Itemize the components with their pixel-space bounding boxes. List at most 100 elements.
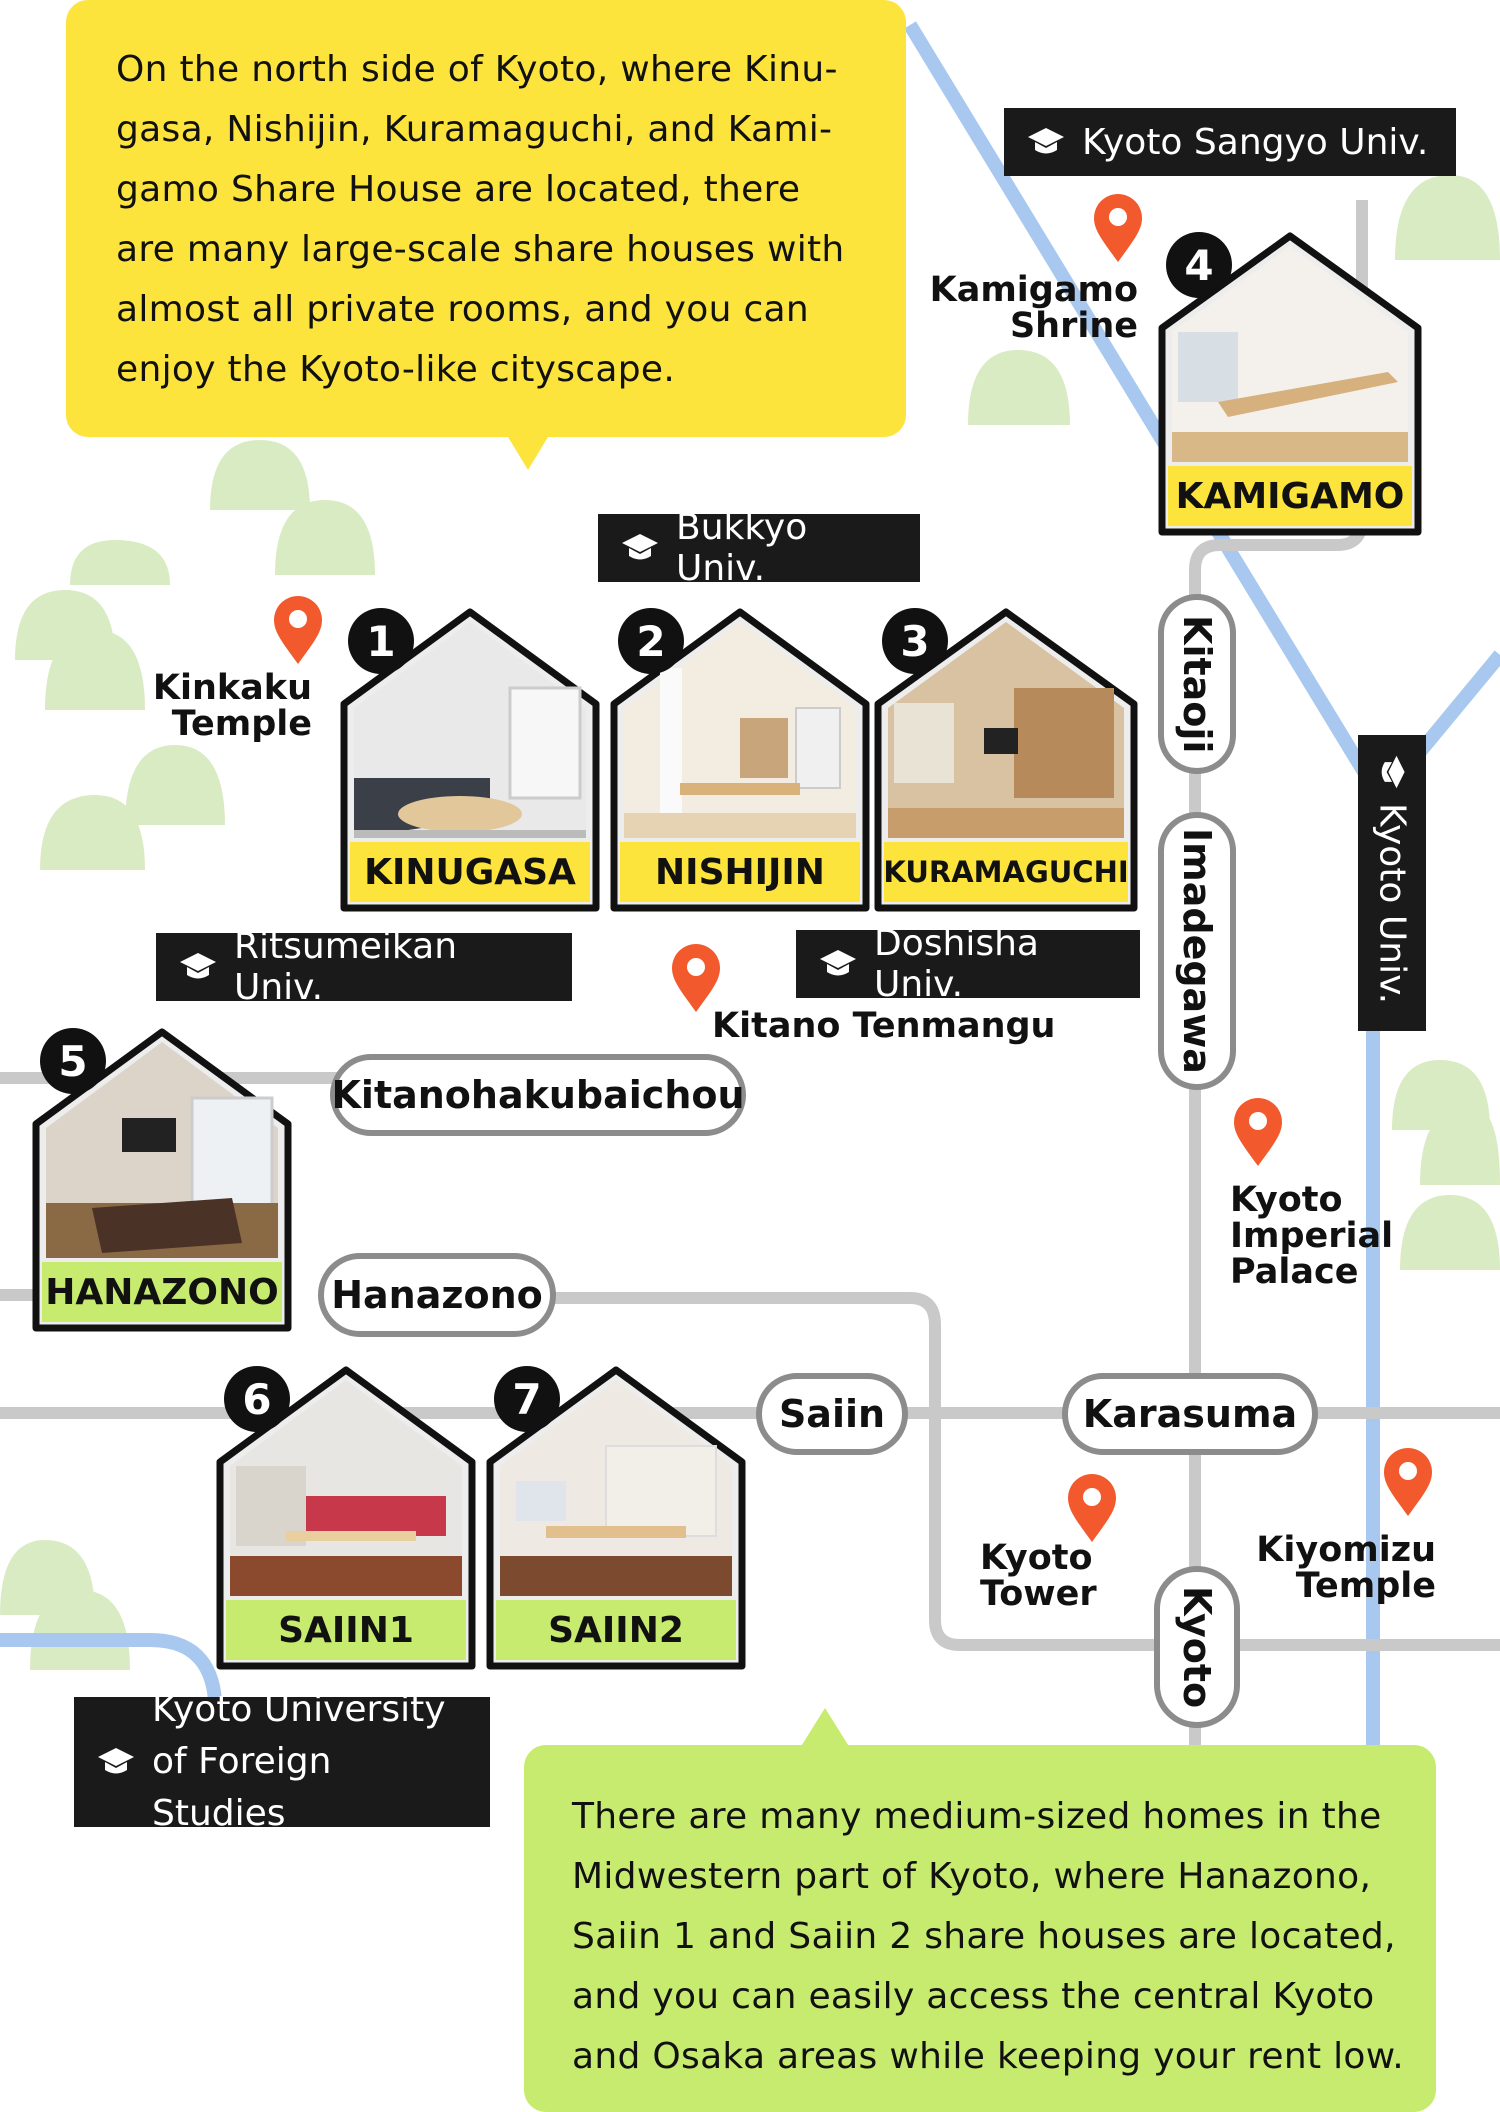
graduation-cap-icon <box>1381 755 1405 789</box>
rivers <box>0 21 1500 1745</box>
house-name: KAMIGAMO <box>1175 475 1405 517</box>
table-icon <box>398 796 522 832</box>
jr-sagano-line-east <box>550 1292 1500 1651</box>
cabinet-icon <box>605 1445 717 1537</box>
window <box>1178 332 1238 402</box>
place-name: Kiyomizu <box>1256 1530 1436 1570</box>
callout-line: gamo Share House are located, there <box>116 169 801 210</box>
station-name: Hanazono <box>331 1273 543 1317</box>
hill <box>125 745 225 825</box>
station-kitanohakubaichou[interactable]: Kitanohakubaichou <box>330 1054 746 1136</box>
hill <box>1395 175 1500 260</box>
dining-table-icon <box>680 783 800 795</box>
place-label-kyoto-tower: Kyoto Tower <box>980 1540 1097 1612</box>
katsura-river <box>0 1633 222 1701</box>
floor <box>500 1556 732 1596</box>
house-number-badge: 2 <box>618 608 684 674</box>
place-label-kyoto-imperial-palace: Kyoto Imperial Palace <box>1230 1182 1393 1290</box>
hill <box>30 1590 130 1670</box>
window <box>508 686 582 800</box>
station-arrows-green <box>800 1708 850 1748</box>
place-label-kitano-tenmangu: Kitano Tenmangu <box>712 1008 1055 1044</box>
house-name: SAIIN1 <box>278 1609 414 1651</box>
hill <box>968 350 1070 425</box>
tv-icon <box>984 728 1018 754</box>
station-kitaoji[interactable]: Kitaoji <box>1158 594 1236 774</box>
house-name: KURAMAGUCHI <box>883 855 1129 889</box>
callout-line: almost all private rooms, and you can <box>116 289 810 330</box>
share-house-saiin1[interactable]: SAIIN1 6 <box>216 1366 476 1670</box>
station-hanazono[interactable]: Hanazono <box>318 1253 556 1337</box>
fridge-icon <box>795 707 841 789</box>
graduation-cap-icon <box>820 950 856 976</box>
shelf-icon <box>740 718 788 778</box>
house-frame <box>340 608 600 912</box>
share-house-kamigamo[interactable]: KAMIGAMO 4 <box>1158 232 1422 536</box>
university-label-ritsumeikan: Ritsumeikan Univ. <box>156 926 572 1008</box>
university-name: Bukkyo Univ. <box>676 507 808 589</box>
university-name: Ritsumeikan Univ. <box>234 926 458 1008</box>
floor <box>354 830 586 838</box>
hill <box>1400 1195 1500 1270</box>
station-arrows <box>508 437 548 470</box>
station-name: Kitaoji <box>1175 614 1219 754</box>
place-name: Palace <box>1230 1252 1359 1292</box>
share-house-nishijin[interactable]: NISHIJIN 2 <box>610 608 870 912</box>
window <box>190 1096 274 1210</box>
map-pin-icon <box>1094 194 1142 262</box>
share-house-kinugasa[interactable]: KINUGASA 1 <box>340 608 600 912</box>
house-label-bg <box>496 1600 736 1660</box>
dining-table-icon <box>286 1531 416 1541</box>
university-name: Kyoto Sangyo Univ. <box>1082 121 1429 163</box>
station-kyoto[interactable]: Kyoto <box>1154 1566 1240 1728</box>
map-pin-icon <box>672 944 720 1012</box>
house-frame <box>610 608 870 912</box>
hill <box>45 630 145 710</box>
house-frame <box>486 1366 746 1670</box>
graduation-cap-icon <box>180 953 216 979</box>
place-name: Kyoto <box>1230 1180 1343 1220</box>
station-imadegawa[interactable]: Imadegawa <box>1158 812 1236 1090</box>
share-house-saiin2[interactable]: SAIIN2 7 <box>486 1366 746 1670</box>
house-number-badge: 6 <box>224 1366 290 1432</box>
university-name: Doshisha Univ. <box>874 923 1039 1005</box>
house-label-bg <box>226 1600 466 1660</box>
hill <box>275 500 375 575</box>
house-name: HANAZONO <box>45 1271 279 1313</box>
map-pin-icon <box>274 596 322 664</box>
floor <box>624 813 856 838</box>
callout-line: There are many medium-sized homes in the <box>572 1796 1382 1837</box>
window <box>516 1481 566 1521</box>
house-frame <box>32 1028 292 1332</box>
place-name: Imperial <box>1230 1216 1394 1256</box>
hills <box>0 175 1500 1670</box>
station-name: Karasuma <box>1082 1392 1298 1436</box>
callout-line: and you can easily access the central Ky… <box>572 1976 1375 2017</box>
midwest-area-callout: There are many medium-sized homes in the… <box>524 1745 1436 2112</box>
place-name: Kamigamo <box>929 270 1138 310</box>
house-label-bg <box>884 842 1128 902</box>
house-number-badge: 4 <box>1166 232 1232 298</box>
graduation-cap-icon <box>1028 128 1064 154</box>
share-house-kuramaguchi[interactable]: KURAMAGUCHI 3 <box>874 608 1138 912</box>
university-name: Kyoto Univ. <box>1371 803 1413 1005</box>
place-name: Tower <box>980 1574 1097 1614</box>
callout-line: On the north side of Kyoto, where Kinu- <box>116 49 838 90</box>
station-karasuma[interactable]: Karasuma <box>1062 1373 1318 1455</box>
floor <box>230 1556 462 1596</box>
house-label-bg <box>1168 466 1412 526</box>
university-name: Kyoto University <box>152 1689 446 1730</box>
university-label-doshisha: Doshisha Univ. <box>796 923 1140 1005</box>
house-number-badge: 3 <box>882 608 948 674</box>
house-frame <box>1158 232 1422 536</box>
callout-tail-north <box>508 437 548 470</box>
university-label-bukkyo: Bukkyo Univ. <box>598 507 920 589</box>
place-name: Temple <box>1295 1566 1436 1606</box>
kitchen-counter-icon <box>306 1496 446 1536</box>
university-label-foreign-studies: Kyoto University of Foreign Studies <box>74 1689 490 1834</box>
share-house-hanazono[interactable]: HANAZONO 5 <box>32 1028 292 1332</box>
callout-line: Midwestern part of Kyoto, where Hanazono… <box>572 1856 1372 1897</box>
dining-table-icon <box>546 1526 686 1538</box>
map-pin-icon <box>1384 1448 1432 1516</box>
station-saiin[interactable]: Saiin <box>756 1373 908 1455</box>
